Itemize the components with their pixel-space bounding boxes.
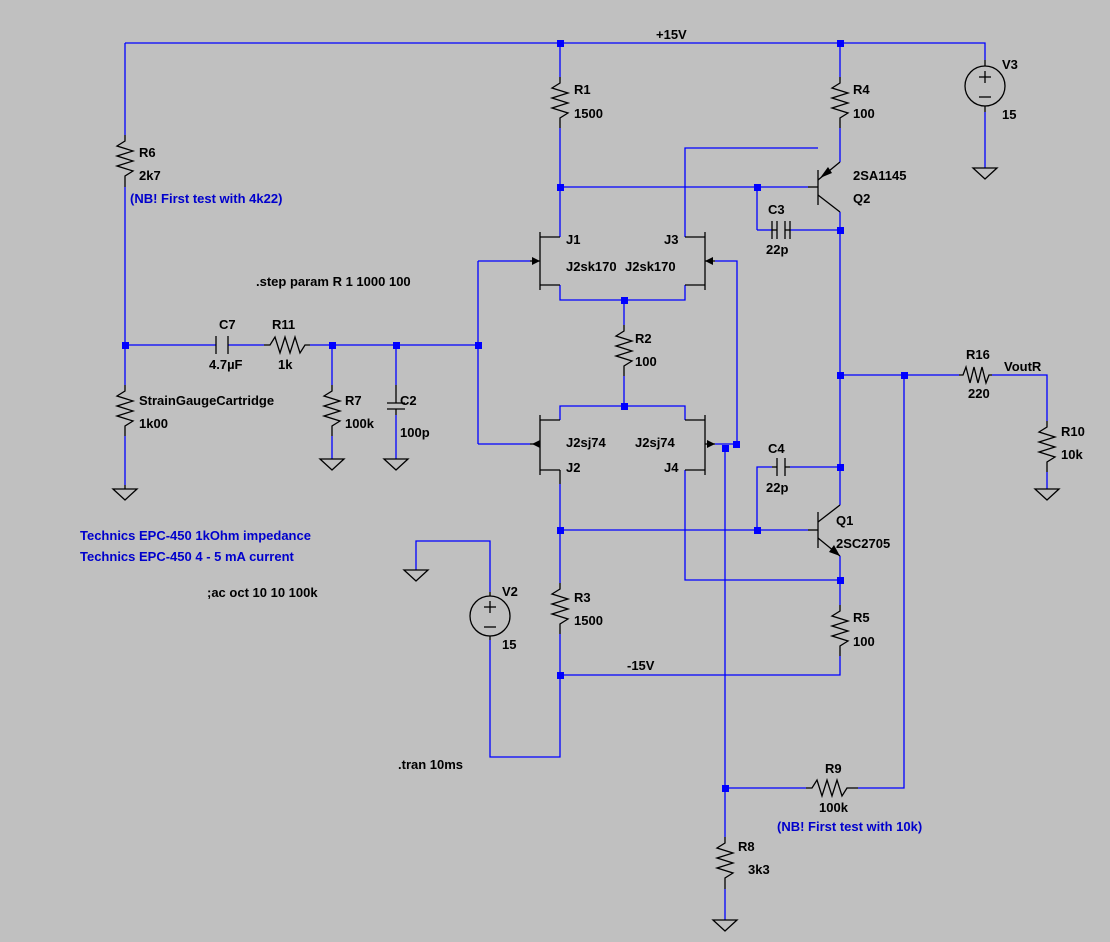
label-v3-value: 15 (1002, 107, 1016, 122)
capacitor-c3[interactable] (771, 221, 791, 239)
jfet-j4[interactable] (685, 415, 715, 475)
resistor-r10[interactable] (1036, 421, 1058, 472)
label-r16-value: 220 (968, 386, 990, 401)
label-v3-name: V3 (1002, 57, 1018, 72)
label-r6-value: 2k7 (139, 168, 161, 183)
voltage-source-v2[interactable] (469, 592, 511, 640)
note-r9: (NB! First test with 10k) (777, 819, 922, 834)
label-r9-name: R9 (825, 761, 842, 776)
net-label-vplus: +15V (656, 27, 687, 42)
label-v2-value: 15 (502, 637, 516, 652)
resistor-r4[interactable] (829, 77, 851, 128)
resistor-r2[interactable] (613, 325, 635, 376)
label-j4-name: J4 (664, 460, 679, 475)
label-r1-name: R1 (574, 82, 591, 97)
note-r6: (NB! First test with 4k22) (130, 191, 282, 206)
resistor-sg[interactable] (114, 385, 136, 436)
resistor-r3[interactable] (549, 583, 571, 634)
junction-dots (122, 40, 908, 792)
label-r8-value: 3k3 (748, 862, 770, 877)
jfet-j3[interactable] (685, 232, 715, 290)
label-j2-value: J2sj74 (566, 435, 607, 450)
label-v2-name: V2 (502, 584, 518, 599)
label-r16-name: R16 (966, 347, 990, 362)
label-j3-value: J2sk170 (625, 259, 676, 274)
resistor-r6[interactable] (114, 135, 136, 187)
net-label-vminus: -15V (627, 658, 655, 673)
resistor-r8[interactable] (714, 837, 736, 889)
label-r6-name: R6 (139, 145, 156, 160)
capacitor-c7[interactable] (215, 336, 229, 354)
ground-symbol (711, 919, 739, 932)
ground-symbol (111, 485, 139, 501)
ground-symbol (382, 458, 410, 471)
label-j3-name: J3 (664, 232, 678, 247)
label-r7-value: 100k (345, 416, 375, 431)
bjt-q2[interactable] (808, 161, 841, 213)
label-r9-value: 100k (819, 800, 849, 815)
capacitor-c2[interactable] (387, 385, 405, 415)
label-r8-name: R8 (738, 839, 755, 854)
label-c7-value: 4.7µF (209, 357, 243, 372)
label-c4-value: 22p (766, 480, 788, 495)
label-c4-name: C4 (768, 441, 785, 456)
resistor-r16[interactable] (959, 364, 992, 386)
label-r11-value: 1k (278, 357, 293, 372)
bjt-q1[interactable] (808, 504, 841, 557)
jfet-j2[interactable] (530, 415, 561, 484)
note-cartridge-impedance: Technics EPC-450 1kOhm impedance (80, 528, 311, 543)
label-r2-value: 100 (635, 354, 657, 369)
label-r10-name: R10 (1061, 424, 1085, 439)
directive-ac[interactable]: ;ac oct 10 10 100k (207, 585, 318, 600)
label-r1-value: 1500 (574, 106, 603, 121)
label-c3-value: 22p (766, 242, 788, 257)
label-c2-name: C2 (400, 393, 417, 408)
label-r2-name: R2 (635, 331, 652, 346)
label-sg-value: 1k00 (139, 416, 168, 431)
label-q1-name: Q1 (836, 513, 853, 528)
note-cartridge-current: Technics EPC-450 4 - 5 mA current (80, 549, 295, 564)
capacitor-c4[interactable] (772, 458, 790, 476)
label-j2-name: J2 (566, 460, 580, 475)
label-r5-name: R5 (853, 610, 870, 625)
label-r4-name: R4 (853, 82, 870, 97)
resistor-r5[interactable] (829, 605, 851, 656)
label-r3-value: 1500 (574, 613, 603, 628)
resistor-r11[interactable] (264, 334, 310, 356)
label-r4-value: 100 (853, 106, 875, 121)
resistor-r1[interactable] (549, 77, 571, 128)
ground-symbol (402, 569, 430, 582)
label-j1-name: J1 (566, 232, 580, 247)
wires (124, 42, 1048, 920)
net-label-vout: VoutR (1004, 359, 1042, 374)
label-sg-name: StrainGaugeCartridge (139, 393, 274, 408)
directive-tran[interactable]: .tran 10ms (398, 757, 463, 772)
label-c3-name: C3 (768, 202, 785, 217)
ground-symbol (318, 458, 346, 471)
label-q1-value: 2SC2705 (836, 536, 890, 551)
label-c7-name: C7 (219, 317, 236, 332)
label-q2-value: 2SA1145 (853, 168, 907, 183)
label-r5-value: 100 (853, 634, 875, 649)
label-r7-name: R7 (345, 393, 362, 408)
resistor-r7[interactable] (321, 385, 343, 436)
ground-symbol (971, 167, 999, 180)
directive-step[interactable]: .step param R 1 1000 100 (256, 274, 411, 289)
ground-symbol (1033, 488, 1061, 501)
label-r10-value: 10k (1061, 447, 1083, 462)
jfet-j1[interactable] (530, 232, 560, 290)
label-r3-name: R3 (574, 590, 591, 605)
label-q2-name: Q2 (853, 191, 870, 206)
label-j4-value: J2sj74 (635, 435, 676, 450)
voltage-source-v3[interactable] (964, 60, 1006, 112)
resistor-r9[interactable] (806, 777, 858, 799)
label-r11-name: R11 (272, 317, 295, 332)
label-c2-value: 100p (400, 425, 430, 440)
label-j1-value: J2sk170 (566, 259, 617, 274)
